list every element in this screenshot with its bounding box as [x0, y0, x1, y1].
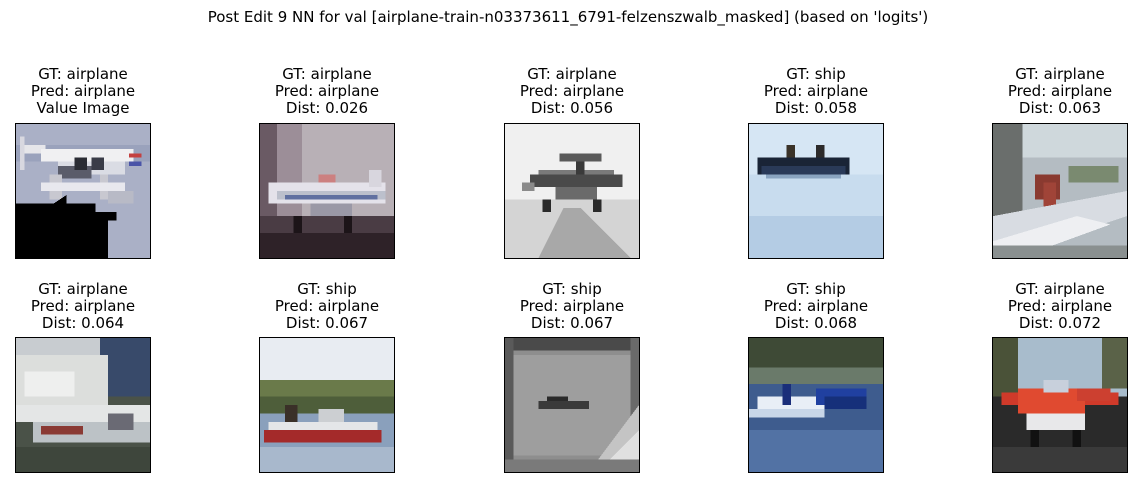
- dist-label: Dist: 0.056: [530, 99, 614, 117]
- dist-label: Dist: 0.026: [285, 99, 369, 117]
- dist-label: Dist: 0.058: [774, 99, 858, 117]
- figure-title: Post Edit 9 NN for val [airplane-train-n…: [207, 8, 929, 26]
- thumbnail-image: [15, 123, 151, 259]
- thumbnail-image: [504, 337, 640, 473]
- red-plane-picture: [993, 338, 1127, 472]
- pred-label: Pred: airplane: [30, 82, 136, 100]
- speedboat-picture: [749, 338, 883, 472]
- seaplane-picture: [16, 124, 150, 258]
- value-label: Value Image: [36, 99, 130, 117]
- thumbnail-image: [259, 337, 395, 473]
- pred-label: Pred: airplane: [1007, 82, 1113, 100]
- biplane-picture: [505, 124, 639, 258]
- thumbnail-image: [992, 123, 1128, 259]
- pred-label: Pred: airplane: [763, 82, 869, 100]
- gt-label: GT: ship: [542, 280, 602, 298]
- thumbnail-image: [992, 337, 1128, 473]
- dist-label: Dist: 0.067: [285, 314, 369, 332]
- panel-caption: GT: airplane Pred: airplane Dist: 0.064: [0, 281, 191, 332]
- panel-caption: GT: ship Pred: airplane Dist: 0.058: [708, 66, 924, 117]
- panel-caption: GT: airplane Pred: airplane Dist: 0.056: [464, 66, 680, 117]
- pred-label: Pred: airplane: [274, 82, 380, 100]
- panel-caption: GT: ship Pred: airplane Dist: 0.067: [219, 281, 435, 332]
- thumbnail-image: [504, 123, 640, 259]
- gt-label: GT: ship: [786, 280, 846, 298]
- docked-boat-picture: [16, 338, 150, 472]
- panel-caption: GT: airplane Pred: airplane Dist: 0.026: [219, 66, 435, 117]
- dist-label: Dist: 0.067: [530, 314, 614, 332]
- panel-caption: GT: airplane Pred: airplane Dist: 0.063: [952, 66, 1136, 117]
- wing-picture: [993, 124, 1127, 258]
- dist-label: Dist: 0.064: [41, 314, 125, 332]
- panel-caption: GT: ship Pred: airplane Dist: 0.067: [464, 281, 680, 332]
- gt-label: GT: airplane: [38, 280, 128, 298]
- pred-label: Pred: airplane: [519, 297, 625, 315]
- gt-label: GT: airplane: [1015, 65, 1105, 83]
- pred-label: Pred: airplane: [519, 82, 625, 100]
- thumbnail-image: [15, 337, 151, 473]
- gt-label: GT: airplane: [282, 65, 372, 83]
- gt-label: GT: airplane: [1015, 280, 1105, 298]
- jet-picture: [260, 124, 394, 258]
- thumbnail-image: [748, 337, 884, 473]
- gt-label: GT: ship: [297, 280, 357, 298]
- gt-label: GT: ship: [786, 65, 846, 83]
- red-boat-picture: [260, 338, 394, 472]
- dist-label: Dist: 0.063: [1018, 99, 1102, 117]
- panel-caption: GT: ship Pred: airplane Dist: 0.068: [708, 281, 924, 332]
- thumbnail-image: [748, 123, 884, 259]
- pred-label: Pred: airplane: [1007, 297, 1113, 315]
- thumbnail-image: [259, 123, 395, 259]
- pred-label: Pred: airplane: [30, 297, 136, 315]
- pred-label: Pred: airplane: [274, 297, 380, 315]
- gray-boat-picture: [505, 338, 639, 472]
- panel-caption: GT: airplane Pred: airplane Value Image: [0, 66, 191, 117]
- gt-label: GT: airplane: [527, 65, 617, 83]
- rowboat-picture: [749, 124, 883, 258]
- dist-label: Dist: 0.068: [774, 314, 858, 332]
- gt-label: GT: airplane: [38, 65, 128, 83]
- panel-caption: GT: airplane Pred: airplane Dist: 0.072: [952, 281, 1136, 332]
- dist-label: Dist: 0.072: [1018, 314, 1102, 332]
- pred-label: Pred: airplane: [763, 297, 869, 315]
